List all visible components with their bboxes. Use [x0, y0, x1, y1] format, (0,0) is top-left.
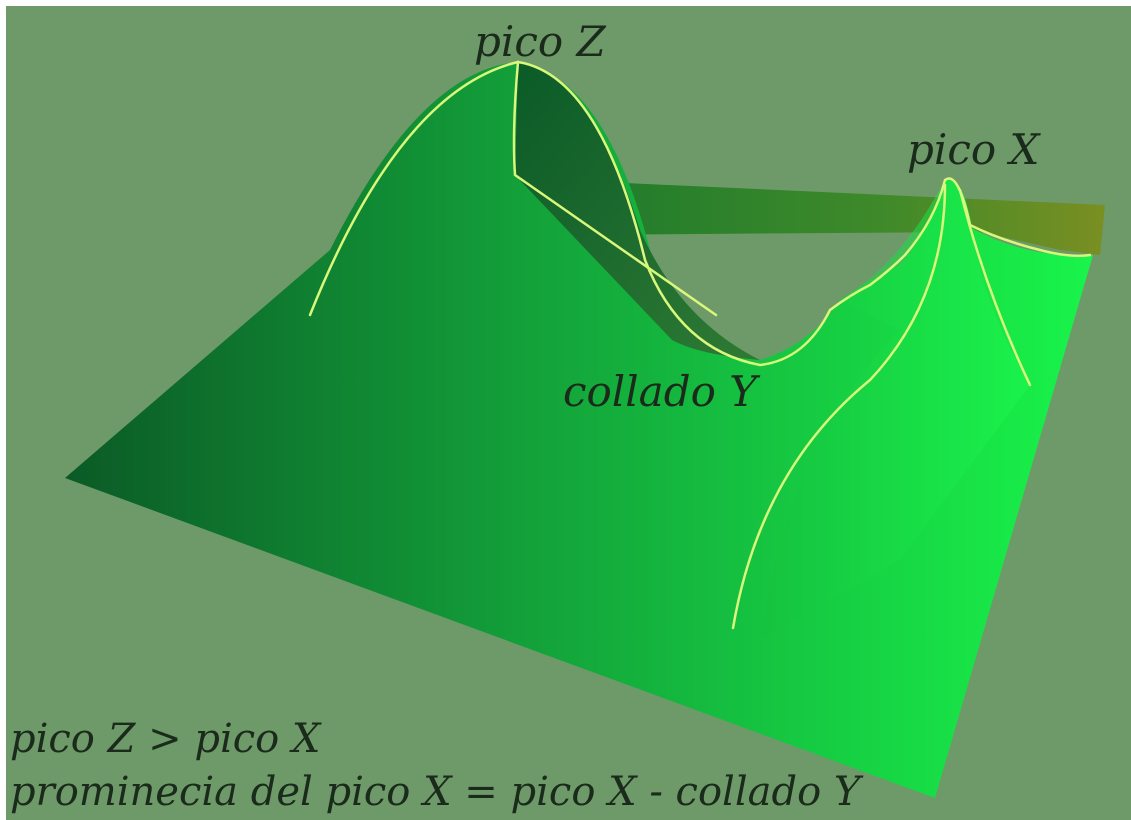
caption-line-1: pico Z > pico X [10, 716, 322, 762]
col-y-label: collado Y [563, 367, 761, 416]
peak-x-label: pico X [907, 125, 1041, 174]
peak-z-label: pico Z [474, 17, 606, 66]
caption-line-2: prominecia del pico X = pico X - collado… [10, 769, 864, 815]
frame-top-edge [0, 0, 1131, 6]
frame-left-edge [0, 0, 6, 820]
